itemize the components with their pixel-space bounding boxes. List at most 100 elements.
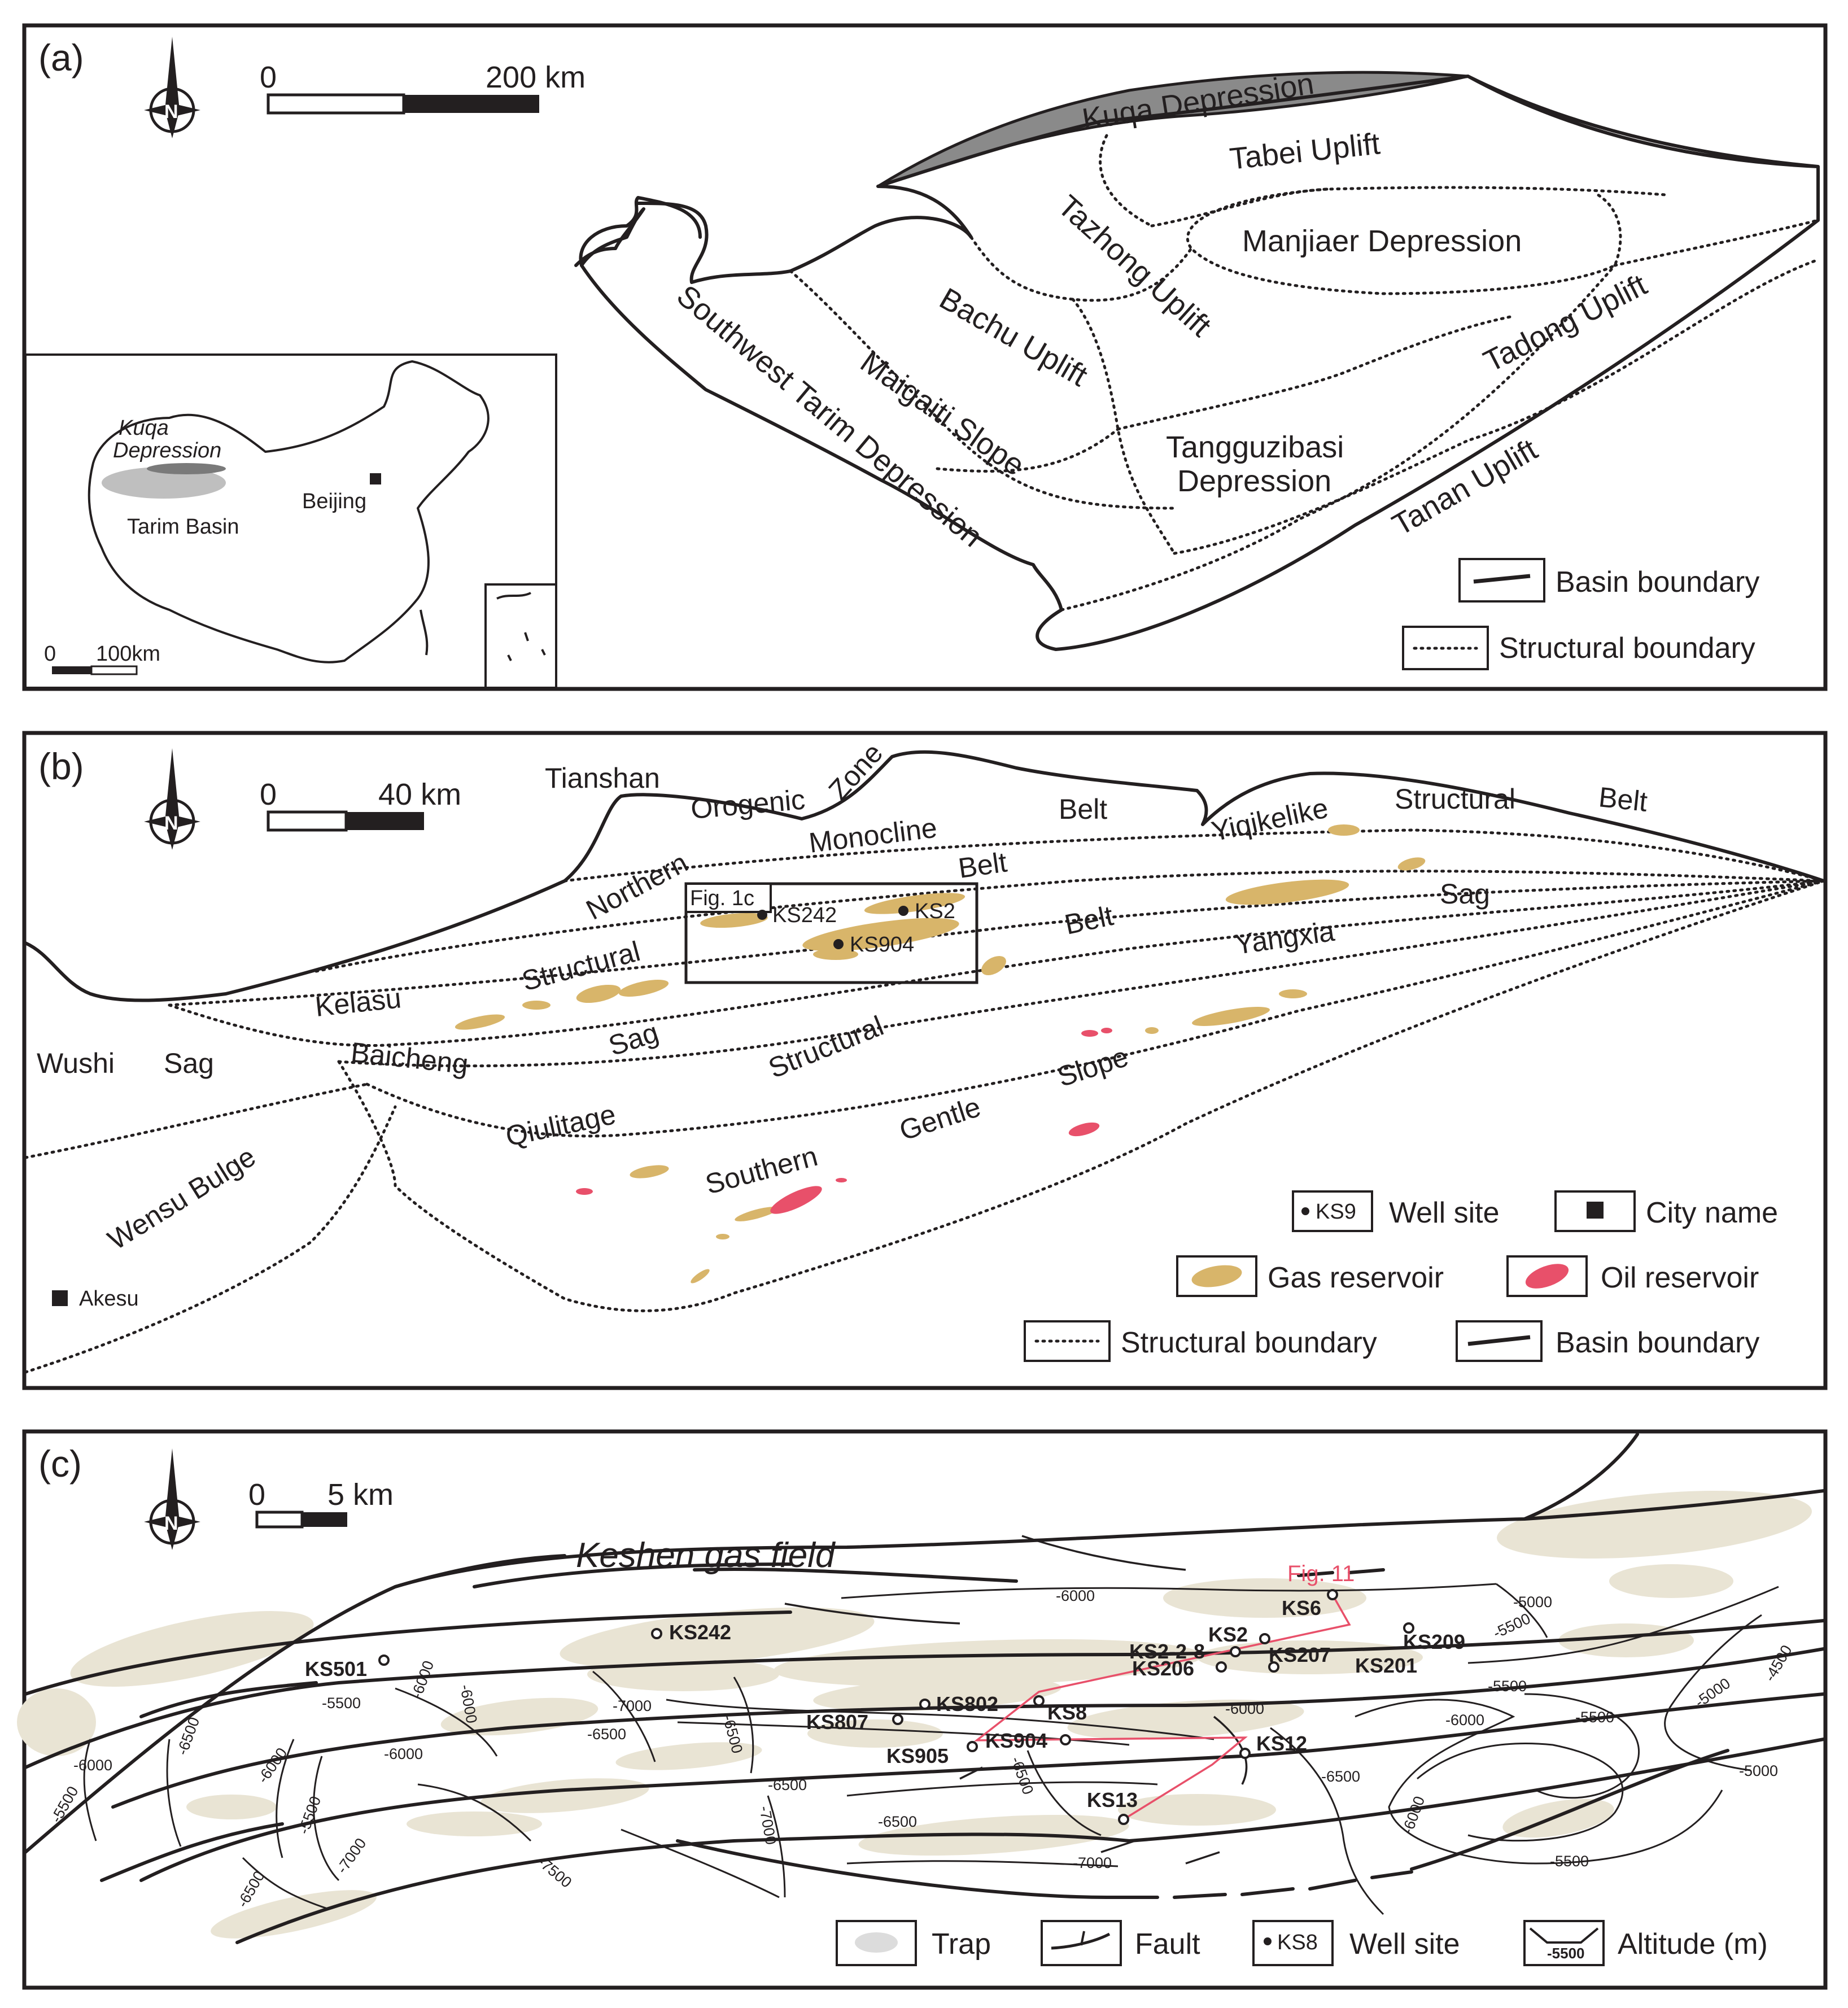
north-arrow-icon: N [144,748,200,850]
contour-label: -6000 [1399,1794,1428,1836]
profile-line-fig11 [973,1594,1351,1821]
legend-c-fault: Fault [1135,1928,1200,1961]
label-akesu: Akesu [79,1287,139,1311]
label-tabei: Tabei Uplift [1228,126,1382,176]
legend-c-altitude: Altitude (m) [1618,1928,1768,1961]
legend-b-basin: Basin boundary [1556,1326,1759,1359]
well-ks209: KS209 [1403,1630,1465,1653]
contour-label: -5500 [1575,1709,1614,1726]
label-sag-3: Sag [164,1047,214,1079]
contour-label: -5500 [1488,1678,1527,1695]
well-ks228: KS2-2-8 [1129,1640,1205,1663]
label-wensu: Wensu Bulge [102,1141,261,1256]
well-ks2: KS2 [1208,1623,1248,1646]
structural-boundaries [789,134,1820,612]
contour-label: -6500 [234,1868,268,1910]
basin-boundary-north [24,750,1825,1002]
panel-a-legend: Basin boundary Structural boundary [1402,558,1759,670]
china-inset: Kuqa Depression Tarim Basin Beijing 0 10… [24,353,557,689]
contour-label: -6000 [1056,1587,1095,1604]
contour-label: -6500 [1321,1768,1360,1785]
contour-label: -6500 [587,1726,626,1743]
contour-label: -5500 [47,1783,82,1826]
well-ks12: KS12 [1256,1732,1307,1755]
faults [24,1433,1825,1944]
panel-b-frame [22,731,1828,1390]
panel-b-legend: KS9 Well site City name Gas reservoir Oi… [1024,1190,1778,1362]
fig-1c-label: Fig. 1c [690,887,754,910]
well-ks904: KS904 [985,1729,1047,1752]
contour-label: -6000 [408,1658,437,1701]
panel-c-legend: Trap Fault KS8 Well site -5500 Altitude … [836,1920,1768,1966]
label-northern: Northern [581,846,693,926]
well-ks2: KS2 [915,900,955,923]
contour-lines [83,1583,1779,1915]
legend-b-well-sample: KS9 [1316,1200,1356,1224]
city-akesu-icon [52,1290,68,1306]
label-tadong: Tadong Uplift [1478,268,1652,379]
label-manjiaer: Manjiaer Depression [1242,224,1522,258]
fig-11-label: Fig. 11 [1287,1561,1355,1586]
scale-zero: 0 [248,1478,265,1512]
label-tangguzibasi-2: Depression [1177,464,1331,498]
label-tazhong: Tazhong Uplift [1051,189,1217,343]
label-structural-1: Structural [1395,783,1515,815]
well-ks501: KS501 [305,1657,367,1680]
contour-label: -5500 [322,1695,361,1712]
panel-c-tag: (c) [38,1443,82,1485]
panel-b-tag: (b) [38,745,84,787]
tarim-basin-west-lobe [579,196,702,267]
contour-label: -6500 [768,1776,807,1793]
well-ks207: KS207 [1269,1643,1331,1666]
well-ks802: KS802 [936,1692,998,1715]
panel-a-tag: (a) [38,37,84,78]
well-ks242: KS242 [669,1621,731,1644]
contour-label: -6000 [1445,1712,1484,1728]
label-yangxia: Yangxia [1233,915,1336,961]
label-belt-2: Belt [1597,781,1649,818]
label-sag-2: Sag [605,1016,662,1062]
svg-text:N: N [164,101,178,123]
contour-label: -5500 [1491,1610,1533,1642]
scale-bar: 0 5 km [248,1478,394,1529]
legend-b-city: City name [1646,1197,1778,1229]
legend-b-gas: Gas reservoir [1268,1261,1444,1294]
contour-label: -5000 [1739,1762,1778,1779]
well-ks242: KS242 [772,903,837,927]
legend-c-well-sample: KS8 [1277,1931,1318,1954]
contour-label: -7000 [1073,1854,1112,1871]
wells-b: KS242 KS2 KS904 [757,900,955,957]
label-belt-3: Belt [956,846,1009,884]
label-tangguzibasi-1: Tangguzibasi [1166,430,1344,464]
contour-label: -6000 [254,1745,290,1787]
contour-label: -6000 [384,1745,423,1762]
legend-c-well: Well site [1349,1928,1460,1961]
well-ks13: KS13 [1087,1788,1138,1811]
label-kuqa: Kuqa Depression [1080,67,1316,137]
label-belt-1: Belt [1059,793,1107,825]
inset-scale-zero: 0 [44,642,56,666]
scale-bar: 0 200 km [260,60,586,115]
tarim-basin-boundary [574,75,1820,651]
scale-end: 40 km [378,778,461,811]
well-ks201: KS201 [1355,1654,1417,1677]
contour-label: -6500 [173,1715,203,1757]
wells-c: KS242 KS501 KS6 KS2 KS2-2-8 KS207 KS206 … [305,1589,1465,1825]
well-ks904: KS904 [850,933,914,957]
legend-a-structural: Structural boundary [1499,632,1755,665]
contour-label: -7000 [613,1697,652,1714]
label-tanan: Tanan Uplift [1387,433,1543,543]
scale-zero: 0 [260,60,277,94]
inset-tarim: Tarim Basin [127,515,239,539]
legend-c-alt-sample: -5500 [1547,1945,1585,1962]
svg-text:N: N [164,813,178,834]
fig-1c-box [684,882,978,984]
well-ks8: KS8 [1047,1701,1087,1724]
label-slope: Slope [1054,1041,1132,1093]
scale-zero: 0 [260,778,277,811]
label-wushi: Wushi [37,1047,115,1079]
well-ks905: KS905 [886,1744,949,1767]
scale-end: 200 km [486,60,586,94]
north-arrow-icon: N [144,37,200,138]
label-bachu: Bachu Uplift [934,281,1093,393]
